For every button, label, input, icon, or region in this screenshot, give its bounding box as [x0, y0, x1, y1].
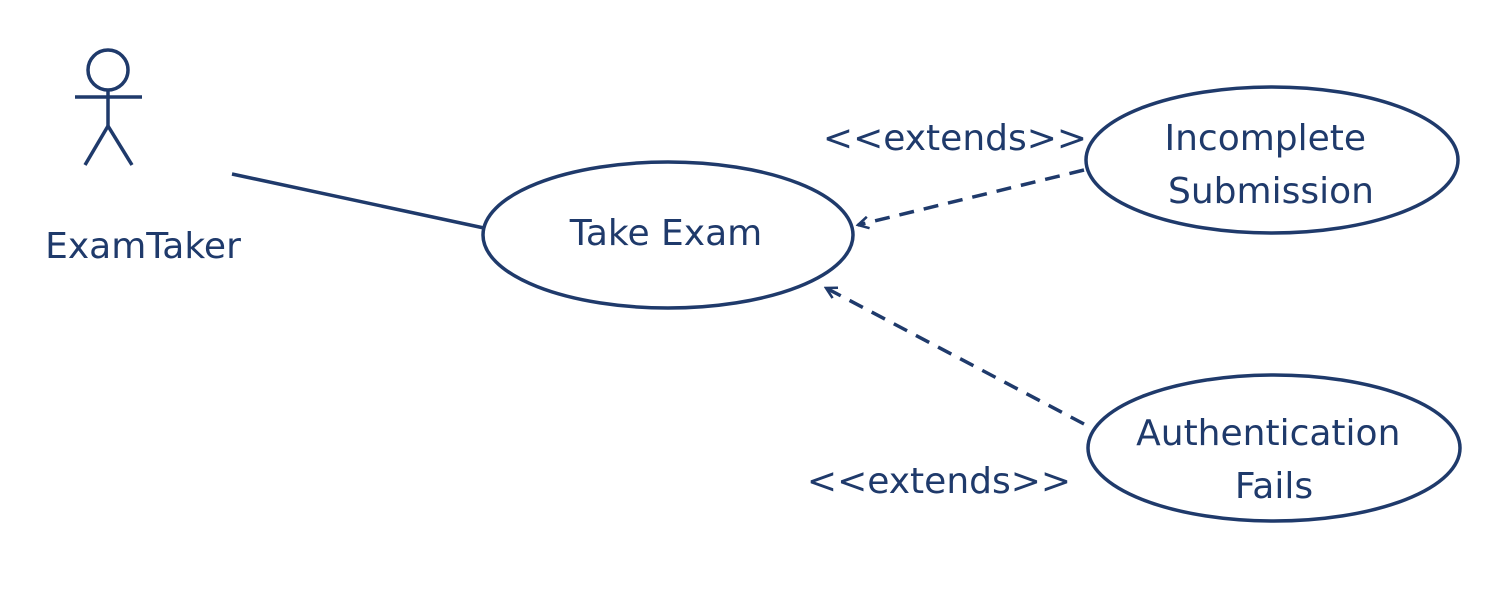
actor-name: ExamTaker: [45, 226, 241, 267]
extend-stereotype-bottom: <<extends>>: [807, 461, 1071, 502]
use-case-authentication-fails-oval: [1086, 373, 1462, 523]
actor-right-leg: [106, 125, 134, 166]
actor-left-leg: [83, 125, 110, 166]
actor-head: [86, 48, 130, 92]
use-case-incomplete-submission-oval: [1084, 85, 1460, 235]
use-case-incomplete-submission-label: Incomplete Submission: [1164, 118, 1377, 212]
association-line: [231, 172, 485, 230]
use-case-authentication-fails[interactable]: Authentication Fails: [1086, 373, 1462, 523]
extend-arrow-auth-fail-to-take-exam: [826, 286, 1085, 426]
extend-stereotype-top: <<extends>>: [823, 118, 1087, 159]
use-case-authentication-fails-label: Authentication Fails: [1136, 413, 1412, 507]
use-case-incomplete-submission[interactable]: Incomplete Submission: [1084, 85, 1460, 235]
use-case-take-exam-label: Take Exam: [569, 213, 762, 254]
use-case-take-exam[interactable]: Take Exam: [481, 160, 855, 310]
extend-arrow-incomplete-to-take-exam: [858, 168, 1085, 225]
actor-stick-figure-icon: [75, 48, 142, 166]
use-case-take-exam-oval: [481, 160, 855, 310]
